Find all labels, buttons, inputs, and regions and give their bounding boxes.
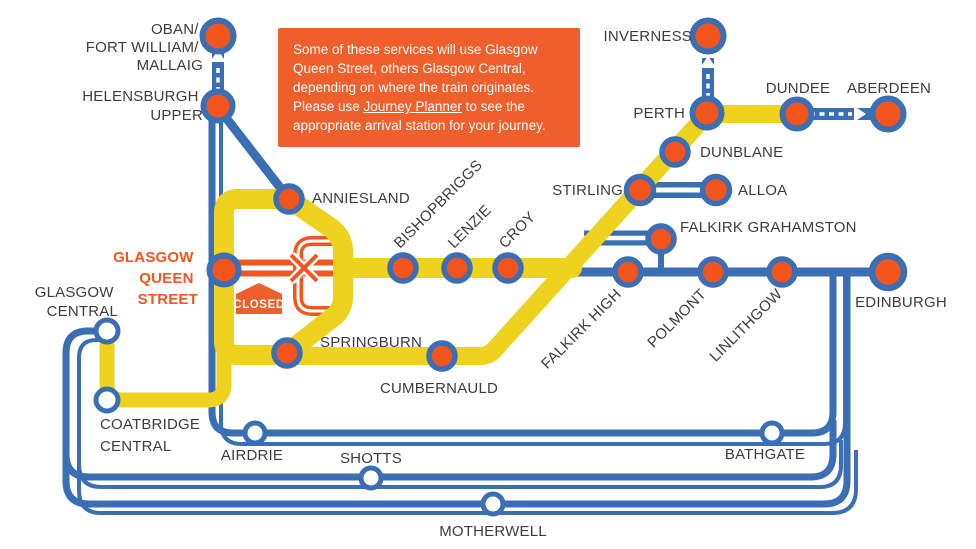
label-stirling: STIRLING <box>552 182 623 199</box>
line-motherwell-corridor <box>62 274 851 508</box>
closed-badge-label: CLOSED <box>233 299 285 311</box>
station-polmont <box>697 256 729 288</box>
line-glasgowcentral-coatbridge <box>99 323 232 408</box>
label-anniesland: ANNIESLAND <box>312 190 410 207</box>
station-inverness <box>689 17 727 55</box>
label-dundee: DUNDEE <box>766 80 831 97</box>
line-motherwell-companion <box>77 450 858 515</box>
station-helensburgh-upper <box>200 88 236 124</box>
label-helensburgh-upper: HELENSBURGH UPPER <box>82 88 203 124</box>
notice-text-after: to see the appropriate arrival station f… <box>293 99 546 133</box>
station-glasgow-queen-street <box>206 252 242 288</box>
station-linlithgow <box>766 256 798 288</box>
label-croy: CROY <box>496 209 539 252</box>
line-shotts-companion <box>77 338 843 489</box>
station-oban <box>199 17 237 55</box>
label-coatbridge-central: COATBRIDGE CENTRAL <box>100 416 204 455</box>
line-shotts-corridor <box>62 327 837 481</box>
station-anniesland <box>273 183 305 215</box>
station-airdrie <box>242 420 268 446</box>
label-oban: OBAN/ FORT WILLIAM/ MALLAIG <box>86 21 203 74</box>
label-airdrie: AIRDRIE <box>221 447 283 464</box>
label-glasgow-queen-street: GLASGOW QUEEN STREET <box>113 249 198 308</box>
station-falkirk-grahamston <box>645 223 677 255</box>
station-stirling <box>623 173 657 207</box>
label-cumbernauld: CUMBERNAULD <box>380 380 498 397</box>
station-glasgow-central <box>93 317 121 345</box>
label-bathgate: BATHGATE <box>725 446 805 463</box>
station-springburn <box>271 337 303 369</box>
label-shotts: SHOTTS <box>340 450 402 467</box>
label-edinburgh: EDINBURGH <box>855 294 947 311</box>
closed-crossing-orange <box>289 253 319 283</box>
station-shotts <box>358 465 384 491</box>
label-glasgow-central: GLASGOW CENTRAL <box>35 284 118 320</box>
station-croy <box>492 252 524 284</box>
label-falkirk-grahamston: FALKIRK GRAHAMSTON <box>680 219 857 236</box>
label-perth: PERTH <box>633 105 685 122</box>
line-helensburgh-anniesland <box>216 107 293 202</box>
label-polmont: POLMONT <box>644 286 709 351</box>
label-dunblane: DUNBLANE <box>700 144 783 161</box>
station-lenzie <box>441 252 473 284</box>
label-motherwell: MOTHERWELL <box>439 523 547 540</box>
station-alloa <box>699 173 733 207</box>
closed-badge <box>236 283 282 314</box>
station-bishopbriggs <box>387 252 419 284</box>
station-perth <box>689 95 725 131</box>
station-dunblane <box>659 136 691 168</box>
station-cumbernauld <box>426 340 458 372</box>
label-springburn: SPRINGBURN <box>320 334 422 351</box>
arrowhead-inverness-icon <box>700 56 716 68</box>
station-coatbridge-central <box>93 386 121 414</box>
label-linlithgow: LINLITHGOW <box>706 285 786 365</box>
label-inverness: INVERNESS <box>604 28 693 45</box>
label-aberdeen: ABERDEEN <box>847 80 931 97</box>
label-alloa: ALLOA <box>738 182 787 199</box>
station-aberdeen <box>869 95 907 133</box>
station-dundee <box>779 96 815 132</box>
service-notice-box: Some of these services will use Glasgow … <box>278 28 580 147</box>
journey-planner-link[interactable]: Journey Planner <box>363 99 462 114</box>
notice-text-before: Some of these services will use Glasgow … <box>293 42 538 114</box>
arrowhead-oban-icon <box>210 50 226 62</box>
station-bathgate <box>759 420 785 446</box>
label-lenzie: LENZIE <box>445 202 495 252</box>
station-falkirk-high <box>612 256 644 288</box>
station-motherwell <box>480 491 506 517</box>
arrowhead-aberdeen-icon <box>854 106 866 122</box>
station-edinburgh <box>868 252 908 292</box>
